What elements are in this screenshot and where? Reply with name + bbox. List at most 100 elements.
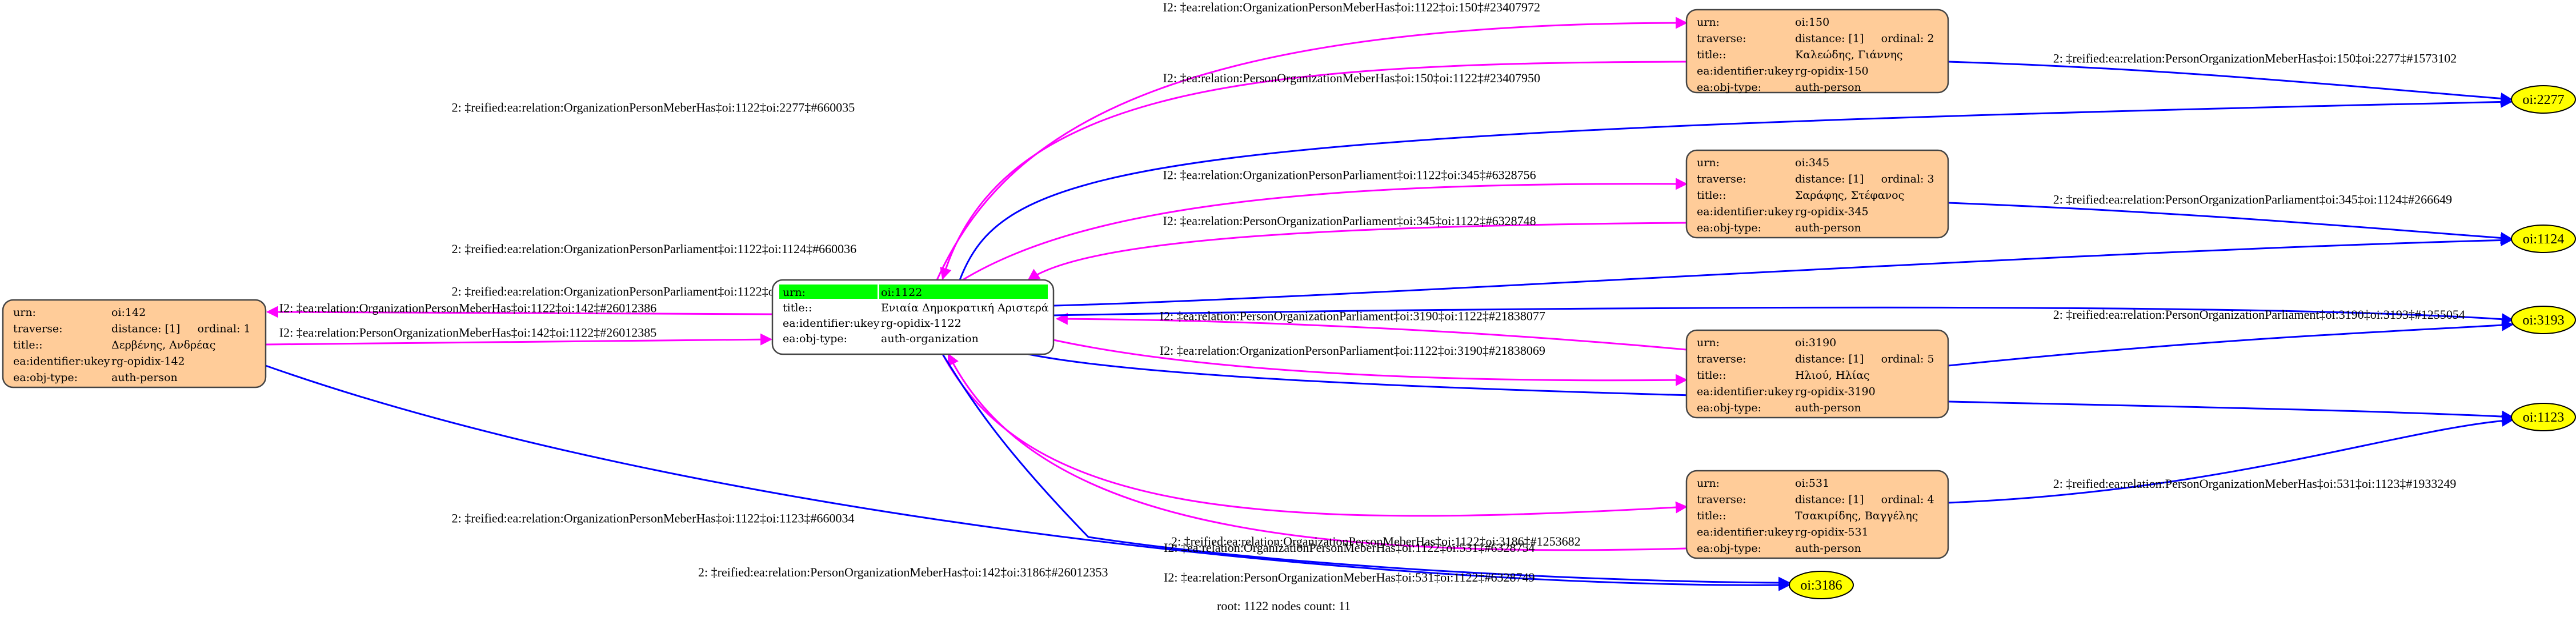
node-field-key: ea:identifier:ukey xyxy=(13,355,110,368)
node-field-key: urn: xyxy=(783,286,806,299)
node-field-key: traverse: xyxy=(1697,33,1746,45)
edge-reified xyxy=(265,364,1791,591)
edge-label: I2: ‡ea:relation:PersonOrganizationMeber… xyxy=(279,325,656,339)
node-field-value: rg-opidix-345 xyxy=(1795,206,1869,218)
node-field-key: title:: xyxy=(1697,49,1726,61)
edge-label: I2: ‡ea:relation:PersonOrganizationMeber… xyxy=(1164,570,1535,584)
leaf-node-label: oi:2277 xyxy=(2522,93,2564,107)
node-field-key: urn: xyxy=(1697,336,1720,349)
node-field-value: distance: [1] ordinal: 1 xyxy=(111,323,251,335)
node-field-value: distance: [1] ordinal: 5 xyxy=(1795,353,1934,366)
node-field-key: traverse: xyxy=(1697,494,1746,506)
node-field-value: distance: [1] ordinal: 3 xyxy=(1795,173,1934,186)
person-node[interactable]: urn: oi:345 traverse: distance: [1] ordinal… xyxy=(1685,149,1949,239)
node-box xyxy=(1685,470,1949,559)
node-field-value: rg-opidix-150 xyxy=(1795,65,1869,78)
node-field-value: auth-person xyxy=(1795,542,1861,555)
person-node[interactable]: urn: oi:3190 traverse: distance: [1] ordina… xyxy=(1685,329,1949,419)
edge-label: I2: ‡ea:relation:OrganizationPersonMeber… xyxy=(279,301,656,315)
node-field-key: ea:obj-type: xyxy=(1697,222,1761,234)
node-field-key: urn: xyxy=(1697,157,1720,169)
edge-reified xyxy=(1948,319,2514,367)
leaf-node-ellipse xyxy=(2511,225,2576,253)
node-field-key: traverse: xyxy=(13,323,63,335)
node-field-key: traverse: xyxy=(1697,353,1746,366)
node-field-key: ea:obj-type: xyxy=(783,332,847,345)
leaf-node[interactable]: oi:1124 xyxy=(2511,225,2576,253)
edge-label: 2: ‡reified:ea:relation:PersonOrganizati… xyxy=(2053,193,2452,207)
edge-label: 2: ‡reified:ea:relation:PersonOrganizati… xyxy=(2053,307,2465,322)
node-field-key: urn: xyxy=(1697,16,1720,29)
node-field-key: ea:identifier:ukey xyxy=(1697,206,1794,218)
node-field-value: oi:345 xyxy=(1795,157,1829,169)
edge-labels-layer: I2: ‡ea:relation:OrganizationPersonMeber… xyxy=(279,0,2465,584)
edge-direct xyxy=(1027,222,1687,281)
node-field-key: ea:obj-type: xyxy=(13,371,78,384)
leaf-node-label: oi:1124 xyxy=(2523,232,2564,247)
node-field-value: auth-person xyxy=(1795,402,1861,414)
edge-direct xyxy=(940,61,1687,281)
edge-label: I2: ‡ea:relation:OrganizationPersonParli… xyxy=(1160,343,1545,358)
node-field-key: ea:obj-type: xyxy=(1697,542,1761,555)
urn-key-highlight xyxy=(779,285,878,299)
node-field-value: rg-opidix-1122 xyxy=(881,317,962,330)
node-field-key: title:: xyxy=(1697,369,1726,382)
node-field-key: ea:identifier:ukey xyxy=(1697,386,1794,398)
edge-reified xyxy=(959,95,2513,281)
edge-direct xyxy=(1053,339,1688,386)
leaf-node[interactable]: oi:2277 xyxy=(2511,85,2576,114)
edge-reified xyxy=(1053,234,2513,307)
node-field-value: distance: [1] ordinal: 4 xyxy=(1795,494,1934,506)
node-field-value: Ενιαία Δημοκρατική Αριστερά xyxy=(881,302,1049,314)
edge-direct xyxy=(947,353,1687,551)
edge-label: 2: ‡reified:ea:relation:OrganizationPers… xyxy=(1171,534,1581,548)
node-field-value: oi:1122 xyxy=(881,286,922,299)
edge-label: 2: ‡reified:ea:relation:OrganizationPers… xyxy=(452,511,855,525)
node-field-value: rg-opidix-531 xyxy=(1795,526,1869,539)
node-field-key: title:: xyxy=(13,339,42,351)
node-field-key: ea:identifier:ukey xyxy=(783,317,880,330)
node-box xyxy=(1685,9,1949,94)
edge-label: I2: ‡ea:relation:OrganizationPersonMeber… xyxy=(1163,0,1540,14)
edge-label: I2: ‡ea:relation:PersonOrganizationParli… xyxy=(1163,214,1536,228)
edge-direct xyxy=(942,354,1688,517)
node-field-value: distance: [1] ordinal: 2 xyxy=(1795,33,1934,45)
edge-direct xyxy=(962,178,1688,281)
edge-direct xyxy=(936,17,1688,281)
leaf-node-ellipse xyxy=(2511,85,2576,114)
node-box xyxy=(2,299,267,388)
edge-direct xyxy=(1055,312,1687,351)
edge-label: 2: ‡reified:ea:relation:PersonOrganizati… xyxy=(2053,476,2457,491)
edge-label: I2: ‡ea:relation:PersonOrganizationMeber… xyxy=(1163,71,1540,85)
person-node[interactable]: urn: oi:150 traverse: distance: [1] ordinal… xyxy=(1685,9,1949,94)
node-field-value: oi:531 xyxy=(1795,477,1829,490)
edge-direct xyxy=(266,306,773,318)
node-field-value: auth-person xyxy=(111,371,178,384)
leaf-node[interactable]: oi:3186 xyxy=(1789,571,1854,599)
node-field-value: rg-opidix-3190 xyxy=(1795,386,1876,398)
node-field-key: ea:obj-type: xyxy=(1697,402,1761,414)
edge-label: 2: ‡reified:ea:relation:PersonOrganizati… xyxy=(698,565,1108,579)
node-field-key: traverse: xyxy=(1697,173,1746,186)
node-field-value: oi:150 xyxy=(1795,16,1829,29)
edge-direct xyxy=(265,333,773,346)
node-field-key: title:: xyxy=(1697,510,1726,522)
leaf-node-ellipse xyxy=(1789,571,1854,599)
node-field-key: urn: xyxy=(1697,477,1720,490)
leaf-node[interactable]: oi:1123 xyxy=(2511,403,2576,431)
edge-reified xyxy=(942,354,1791,589)
node-field-value: auth-person xyxy=(1795,81,1861,94)
node-field-value: rg-opidix-142 xyxy=(111,355,185,368)
leaf-node-ellipse xyxy=(2511,403,2576,431)
node-field-value: auth-organization xyxy=(881,332,979,345)
leaf-node-label: oi:3193 xyxy=(2522,313,2564,328)
node-field-value: oi:3190 xyxy=(1795,336,1836,349)
node-field-value: Καλεώδης, Γιάννης xyxy=(1795,49,1903,61)
person-node[interactable]: urn: oi:531 traverse: distance: [1] ordinal… xyxy=(1685,470,1949,559)
edge-reified xyxy=(1948,61,2513,105)
node-field-value: oi:142 xyxy=(111,306,146,319)
leaf-node[interactable]: oi:3193 xyxy=(2511,306,2576,334)
